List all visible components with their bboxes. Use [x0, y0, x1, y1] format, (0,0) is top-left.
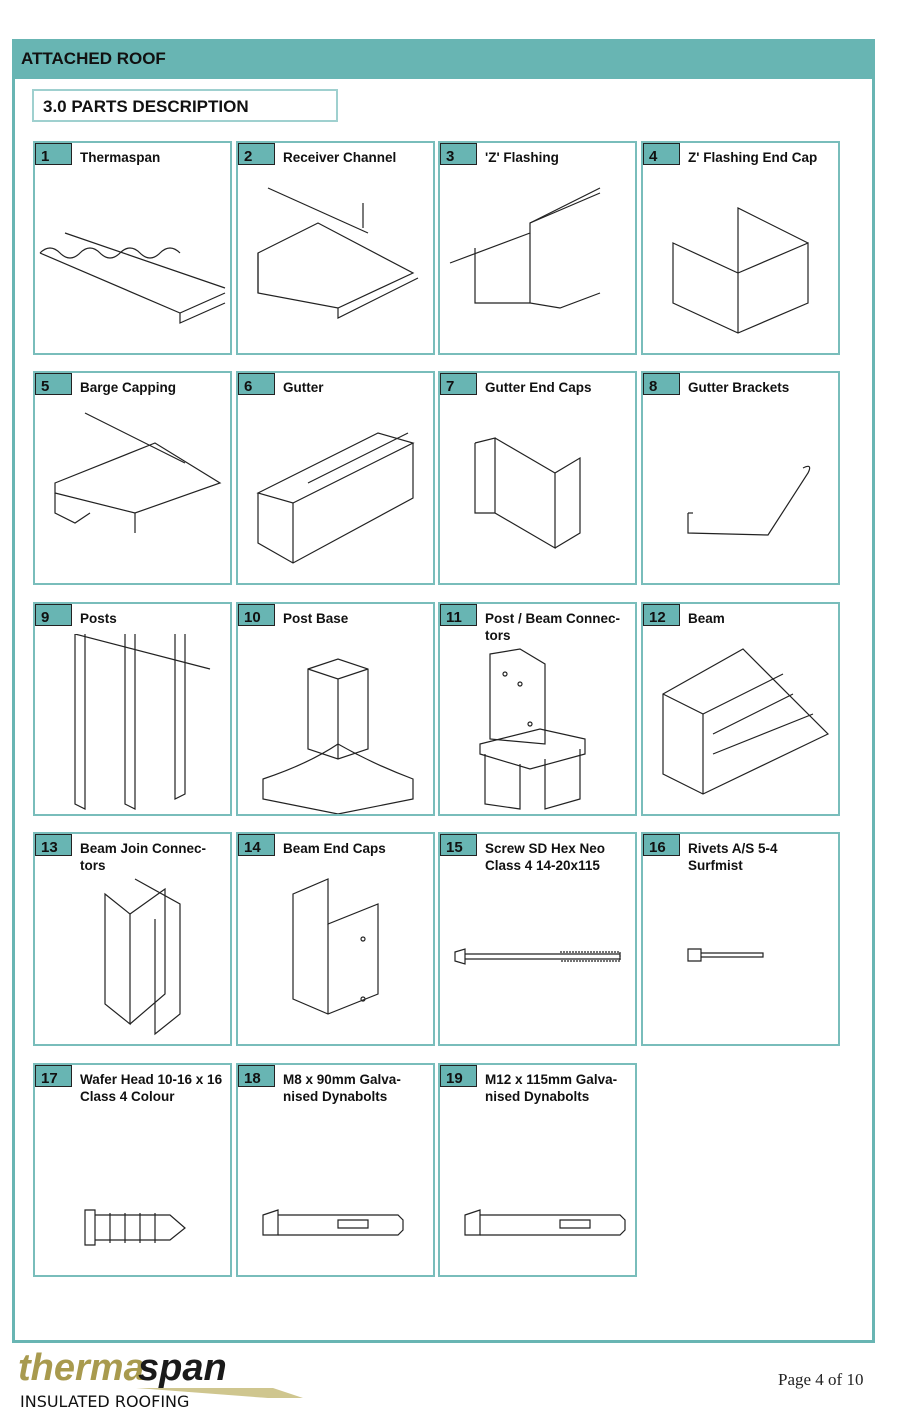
part-illustration: [74, 634, 211, 810]
part-illustration: [464, 1209, 626, 1236]
part-card: 10 Post Base: [236, 602, 435, 816]
page-number: Page 4 of 10: [778, 1370, 864, 1389]
part-illustration: [292, 878, 379, 1015]
part-label: Posts: [80, 611, 117, 626]
part-card: 5 Barge Capping: [33, 371, 232, 585]
page-header: ATTACHED ROOF: [12, 39, 875, 79]
part-label: Screw SD Hex Neo Class 4 14-20x115: [485, 841, 606, 873]
part-label: Post Base: [283, 611, 349, 626]
part-label: Beam Join Connec-tors: [80, 841, 207, 873]
part-illustration: [262, 1209, 404, 1236]
part-label: Post / Beam Connec-tors: [485, 611, 621, 643]
part-label: Barge Capping: [80, 380, 177, 395]
part-illustration: [672, 207, 809, 334]
part-illustration: [449, 187, 601, 309]
thermaspan-logo: therma span INSULATED ROOFING: [18, 1347, 308, 1415]
part-number: 5: [35, 373, 72, 395]
part-card: 16 Rivets A/S 5-4 Surfmist: [641, 832, 840, 1046]
part-illustration: [662, 648, 830, 795]
part-number: 19: [440, 1065, 477, 1087]
part-label: Gutter End Caps: [485, 380, 592, 395]
part-illustration: [474, 437, 581, 550]
part-illustration: [104, 878, 181, 1036]
part-number: 1: [35, 143, 72, 165]
section-title: 3.0 PARTS DESCRIPTION: [43, 97, 249, 116]
part-illustration: [54, 412, 222, 533]
part-card: 3 'Z' Flashing: [438, 141, 637, 355]
svg-text:span: span: [138, 1348, 227, 1389]
part-illustration: [262, 658, 414, 814]
part-illustration: [687, 465, 811, 536]
part-card: 8 Gutter Brackets: [641, 371, 840, 585]
part-card: 15 Screw SD Hex Neo Class 4 14-20x115: [438, 832, 637, 1046]
part-card: 17 Wafer Head 10-16 x 16 Class 4 Colour: [33, 1063, 232, 1277]
page-title: ATTACHED ROOF: [21, 49, 166, 68]
part-card: 1 Thermaspan: [33, 141, 232, 355]
part-card: 11 Post / Beam Connec-tors: [438, 602, 637, 816]
part-label: Z' Flashing End Cap: [688, 150, 818, 165]
part-number: 12: [643, 604, 680, 626]
part-number: 15: [440, 834, 477, 856]
part-number: 16: [643, 834, 680, 856]
part-label: Beam: [688, 611, 725, 626]
part-number: 6: [238, 373, 275, 395]
part-label: Rivets A/S 5-4 Surfmist: [688, 841, 778, 873]
part-label: M8 x 90mm Galva-nised Dynabolts: [283, 1072, 401, 1104]
part-number: 2: [238, 143, 275, 165]
part-card: 14 Beam End Caps: [236, 832, 435, 1046]
part-number: 18: [238, 1065, 275, 1087]
part-label: Wafer Head 10-16 x 16 Class 4 Colour: [80, 1072, 223, 1104]
part-card: 19 M12 x 115mm Galva-nised Dynabolts: [438, 1063, 637, 1277]
part-number: 14: [238, 834, 275, 856]
part-label: Thermaspan: [80, 150, 161, 165]
part-card: 13 Beam Join Connec-tors: [33, 832, 232, 1046]
part-illustration: [256, 432, 415, 564]
part-illustration: [479, 648, 586, 810]
part-number: 11: [440, 604, 477, 626]
part-card: 2 Receiver Channel: [236, 141, 435, 355]
part-card: 9 Posts: [33, 602, 232, 816]
part-number: 4: [643, 143, 680, 165]
part-card: 18 M8 x 90mm Galva-nised Dynabolts: [236, 1063, 435, 1277]
part-label: Gutter Brackets: [688, 380, 790, 395]
section-title-box: 3.0 PARTS DESCRIPTION: [32, 89, 338, 122]
part-label: Beam End Caps: [283, 841, 386, 856]
part-illustration: [257, 187, 419, 319]
part-illustration: [84, 1209, 186, 1246]
part-illustration: [39, 232, 226, 324]
part-card: 12 Beam: [641, 602, 840, 816]
part-label: Receiver Channel: [283, 150, 397, 165]
part-number: 17: [35, 1065, 72, 1087]
svg-text:therma: therma: [18, 1348, 145, 1389]
part-card: 7 Gutter End Caps: [438, 371, 637, 585]
part-number: 7: [440, 373, 477, 395]
part-number: 10: [238, 604, 275, 626]
part-card: 4 Z' Flashing End Cap: [641, 141, 840, 355]
part-illustration: [454, 948, 621, 965]
part-number: 9: [35, 604, 72, 626]
part-label: M12 x 115mm Galva-nised Dynabolts: [485, 1072, 618, 1104]
part-label: 'Z' Flashing: [485, 150, 559, 165]
svg-text:INSULATED ROOFING: INSULATED ROOFING: [20, 1392, 189, 1410]
part-number: 3: [440, 143, 477, 165]
part-number: 13: [35, 834, 72, 856]
part-card: 6 Gutter: [236, 371, 435, 585]
part-number: 8: [643, 373, 680, 395]
part-illustration: [687, 948, 764, 962]
part-label: Gutter: [283, 380, 324, 395]
